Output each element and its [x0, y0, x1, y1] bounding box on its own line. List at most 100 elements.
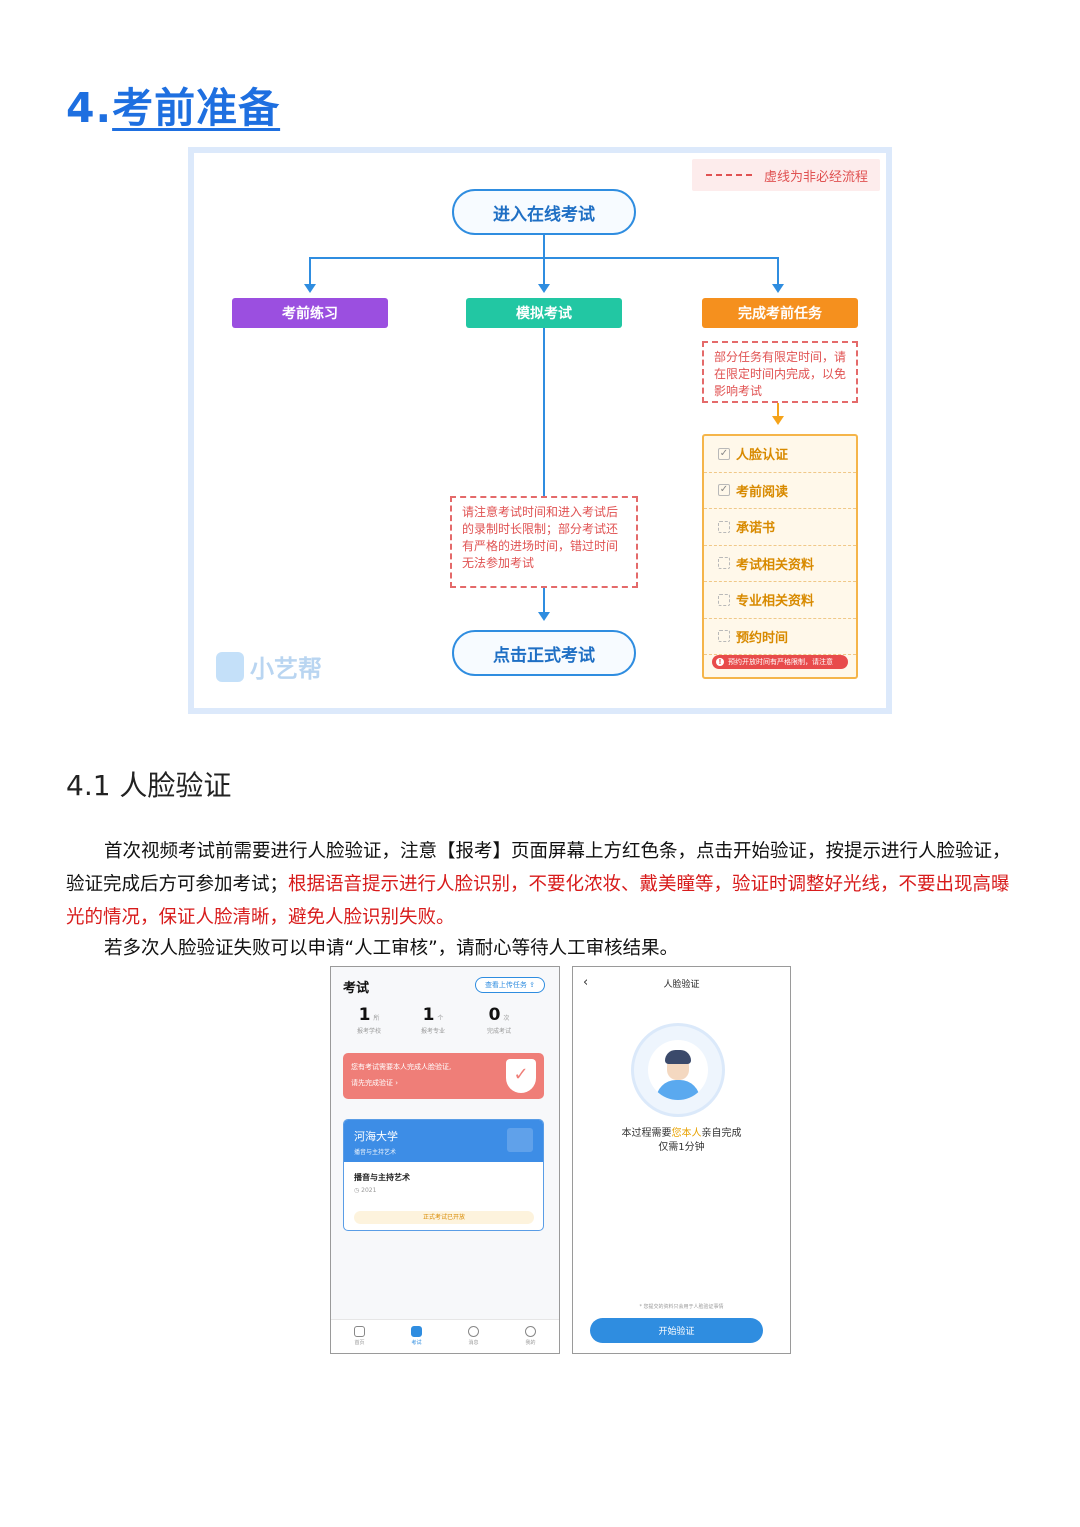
legend-dash	[706, 174, 752, 176]
face-verify-alert[interactable]: 您有考试需要本人完成人脸验证, 请先完成验证 › ✓	[343, 1053, 544, 1099]
upload-tasks-label: 查看上传任务	[484, 981, 527, 989]
brand-name: 小艺帮	[250, 655, 322, 683]
exam-icon	[411, 1326, 422, 1337]
task-item: 承诺书	[704, 509, 856, 546]
stat-label: 完成考试	[486, 1028, 511, 1035]
task-item: ✓ 人脸认证	[704, 436, 856, 473]
branch-mock: 模拟考试	[466, 298, 622, 328]
major-name: 播音与主持艺术	[354, 1173, 410, 1182]
task-label: 承诺书	[736, 521, 776, 537]
msg-pre: 本过程需要	[621, 1128, 672, 1139]
brand-logo-icon	[216, 651, 244, 682]
exam-date: ◷ 2021	[344, 1185, 543, 1196]
upload-tasks-button[interactable]: 查看上传任务 ⇪	[475, 977, 545, 993]
checkbox-checked-icon: ✓	[718, 484, 730, 497]
brand-watermark: 小艺帮	[216, 649, 322, 684]
tab-mine[interactable]: 我的	[511, 1326, 551, 1353]
task-label: 考试相关资料	[736, 557, 815, 573]
shield-check-icon: ✓	[506, 1059, 536, 1093]
avatar-body	[656, 1080, 700, 1100]
phone-screenshot-face-verify: 人脸验证 ‹ 本过程需要您本人亲自完成 仅需1分钟 * 您提交的资料只会用于人脸…	[572, 966, 791, 1354]
arrow-down-icon	[538, 612, 550, 621]
tab-home[interactable]: 首页	[340, 1326, 380, 1353]
flow-line-mock	[543, 328, 545, 496]
checkbox-empty-icon	[718, 520, 730, 533]
page-heading: 4.考前准备	[66, 74, 280, 134]
checkbox-checked-icon: ✓	[718, 447, 730, 460]
alert-line-1: 您有考试需要本人完成人脸验证,	[351, 1063, 452, 1071]
stat-unit: 所	[373, 1015, 380, 1022]
tab-label: 消息	[468, 1340, 479, 1346]
alert-icon: !	[716, 658, 724, 666]
heading-text: 考前准备	[112, 84, 281, 132]
face-scan-frame	[631, 1023, 725, 1117]
task-label: 预约时间	[736, 630, 789, 646]
verify-instructions: 本过程需要您本人亲自完成 仅需1分钟	[573, 1127, 790, 1155]
task-label: 专业相关资料	[736, 594, 815, 610]
mock-note: 请注意考试时间和进入考试后的录制时长限制；部分考试还有严格的进场时间，错过时间无…	[450, 496, 638, 588]
university-header: 河海大学 播音与主持艺术	[344, 1120, 543, 1162]
task-item: ✓ 考前阅读	[704, 473, 856, 509]
arrow-down-icon	[538, 284, 550, 293]
face-avatar-icon	[648, 1040, 708, 1100]
arrow-down-icon	[772, 416, 784, 425]
start-verify-button[interactable]: 开始验证	[590, 1318, 763, 1343]
privacy-note: * 您提交的资料只会用于人脸验证事情	[639, 1304, 724, 1310]
screen-title: 人脸验证	[663, 980, 700, 990]
alert-line-2: 请先完成验证 ›	[351, 1079, 399, 1087]
play-icon	[507, 1128, 533, 1152]
task-note: 部分任务有限定时间，请在限定时间内完成，以免影响考试	[702, 341, 858, 403]
checkbox-empty-icon	[718, 630, 730, 643]
task-label: 考前阅读	[736, 484, 789, 500]
msg-post: 亲自完成	[701, 1128, 742, 1139]
task-label: 人脸认证	[736, 448, 789, 464]
tab-label: 考试	[411, 1340, 422, 1346]
flow-legend: 虚线为非必经流程	[692, 159, 880, 191]
flowchart: 虚线为非必经流程 进入在线考试 考前练习 模拟考试 完成考前任务 请注意考试时间…	[188, 147, 892, 714]
arrow-down-icon	[304, 284, 316, 293]
arrow-down-icon	[772, 284, 784, 293]
msg-highlight: 您本人	[671, 1128, 702, 1139]
section-title: 4.1 人脸验证	[66, 769, 232, 802]
branch-practice: 考前练习	[232, 298, 388, 328]
flow-start: 进入在线考试	[452, 189, 636, 235]
upload-icon: ⇪	[529, 981, 536, 989]
flow-end: 点击正式考试	[452, 630, 636, 676]
heading-number: 4.	[66, 84, 113, 132]
stat-label: 报考学校	[356, 1028, 381, 1035]
stat-value: 0	[488, 1005, 501, 1025]
tab-messages[interactable]: 消息	[454, 1326, 494, 1353]
stat-label: 报考专业	[420, 1028, 445, 1035]
msg-line-2: 仅需1分钟	[658, 1142, 705, 1153]
back-button[interactable]: ‹	[583, 975, 589, 990]
task-list: ✓人脸认证 ✓考前阅读 承诺书 考试相关资料 专业相关资料 预约时间 !预约开放…	[702, 434, 858, 679]
flow-line-horizontal	[309, 257, 779, 259]
paragraph-1-normal: 首次视频考试前需要进行人脸验证，注意【报考】页面屏幕上方红色条，点击开始验证，按…	[66, 841, 1011, 895]
screen-title: 考试	[343, 981, 370, 996]
stat-value: 1	[358, 1005, 371, 1025]
paragraph-2: 若多次人脸验证失败可以申请“人工审核”，请耐心等待人工审核结果。	[104, 938, 679, 959]
legend-text: 虚线为非必经流程	[764, 170, 869, 185]
exam-open-status: 正式考试已开放	[354, 1211, 534, 1224]
flow-line-tasks	[777, 403, 779, 417]
task-item: 考试相关资料	[704, 546, 856, 582]
flow-line-right	[777, 257, 779, 285]
flow-line-mock-end	[543, 588, 545, 614]
tab-bar: 首页 考试 消息 我的	[331, 1319, 559, 1353]
message-icon	[468, 1326, 479, 1337]
university-card[interactable]: 河海大学 播音与主持艺术 播音与主持艺术 ◷ 2021 正式考试已开放	[343, 1119, 544, 1231]
clock-icon: ◷	[354, 1187, 360, 1194]
exam-date-text: 2021	[361, 1187, 377, 1194]
task-item: 预约时间	[704, 619, 856, 655]
branch-tasks: 完成考前任务	[702, 298, 858, 328]
stat-value: 1	[422, 1005, 435, 1025]
user-icon	[525, 1326, 536, 1337]
paragraph-1: 首次视频考试前需要进行人脸验证，注意【报考】页面屏幕上方红色条，点击开始验证，按…	[66, 835, 1026, 934]
avatar-hair	[665, 1050, 691, 1064]
tab-label: 首页	[354, 1340, 365, 1346]
tab-exam[interactable]: 考试	[397, 1326, 437, 1353]
flow-line-start	[543, 235, 545, 287]
